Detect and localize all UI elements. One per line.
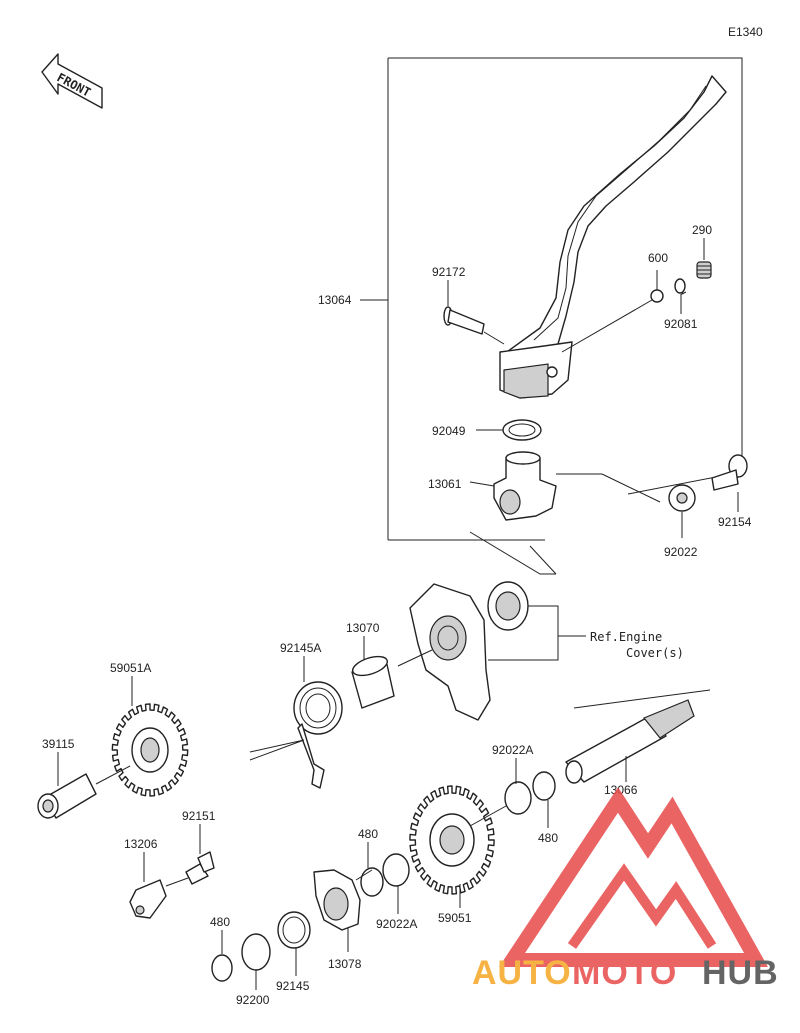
label-59051A: 59051A (110, 661, 151, 675)
washer-92022A-bottom (382, 853, 410, 887)
label-92022A-bottom: 92022A (376, 917, 417, 931)
spring-92145 (277, 911, 311, 949)
gear-59051A (111, 703, 189, 797)
label-92145A: 92145A (280, 641, 321, 655)
engine-cover-part (409, 583, 491, 721)
bolt-92154 (711, 454, 748, 491)
label-13061: 13061 (428, 477, 462, 491)
gear-59051 (409, 785, 495, 895)
guide-13206 (129, 879, 167, 919)
label-92154: 92154 (718, 515, 752, 529)
kick-pedal-arm (499, 75, 727, 399)
label-92081: 92081 (664, 317, 698, 331)
reference-note-line1: Ref.Engine (590, 630, 662, 644)
assembly-bracket (388, 57, 743, 495)
label-92145: 92145 (276, 979, 310, 993)
label-92172: 92172 (432, 265, 466, 279)
washer-92200 (241, 933, 271, 971)
label-480-a: 480 (538, 831, 558, 845)
label-92022A-top: 92022A (492, 743, 533, 757)
label-290: 290 (692, 223, 712, 237)
label-13070: 13070 (346, 621, 380, 635)
washer-92022 (668, 484, 696, 512)
reference-note-line2: Cover(s) (626, 646, 684, 660)
watermark-text-moto: MOTO (572, 954, 677, 992)
label-13206: 13206 (124, 837, 158, 851)
front-arrow-icon: FRONT (41, 53, 103, 109)
spring-92081 (674, 278, 687, 295)
shaft-39115 (37, 773, 97, 819)
bolt-92172 (443, 306, 485, 335)
circlip-480-b (360, 867, 384, 897)
circlip-92049 (502, 419, 542, 441)
label-480-b: 480 (358, 827, 378, 841)
diagram-code: E1340 (728, 25, 763, 39)
label-92049: 92049 (432, 424, 466, 438)
circlip-480-a (532, 771, 556, 801)
bolt-92151 (185, 851, 215, 885)
washer-92022A-top (504, 781, 532, 815)
watermark-text-auto: AUTO (472, 954, 572, 992)
circlip-480-c (211, 954, 233, 982)
label-39115: 39115 (42, 737, 75, 751)
watermark-logo: AUTO MOTO HUB (472, 787, 779, 992)
ratchet-13078 (313, 869, 361, 931)
label-13066: 13066 (604, 783, 638, 797)
label-600: 600 (648, 251, 668, 265)
label-92022: 92022 (664, 545, 698, 559)
label-92200: 92200 (236, 993, 270, 1007)
kick-boss-13061 (493, 451, 557, 521)
label-92151: 92151 (182, 809, 216, 823)
shaft-13066 (565, 699, 695, 784)
label-13064: 13064 (318, 293, 352, 307)
label-480-c: 480 (210, 915, 230, 929)
label-59051: 59051 (438, 911, 472, 925)
oil-seal (487, 581, 529, 631)
bushing-13070 (351, 655, 395, 709)
watermark-text-hub: HUB (702, 954, 779, 992)
spring-92145A (293, 681, 343, 789)
label-13078: 13078 (328, 957, 362, 971)
plug-290 (696, 261, 712, 279)
ball-600 (650, 289, 664, 303)
